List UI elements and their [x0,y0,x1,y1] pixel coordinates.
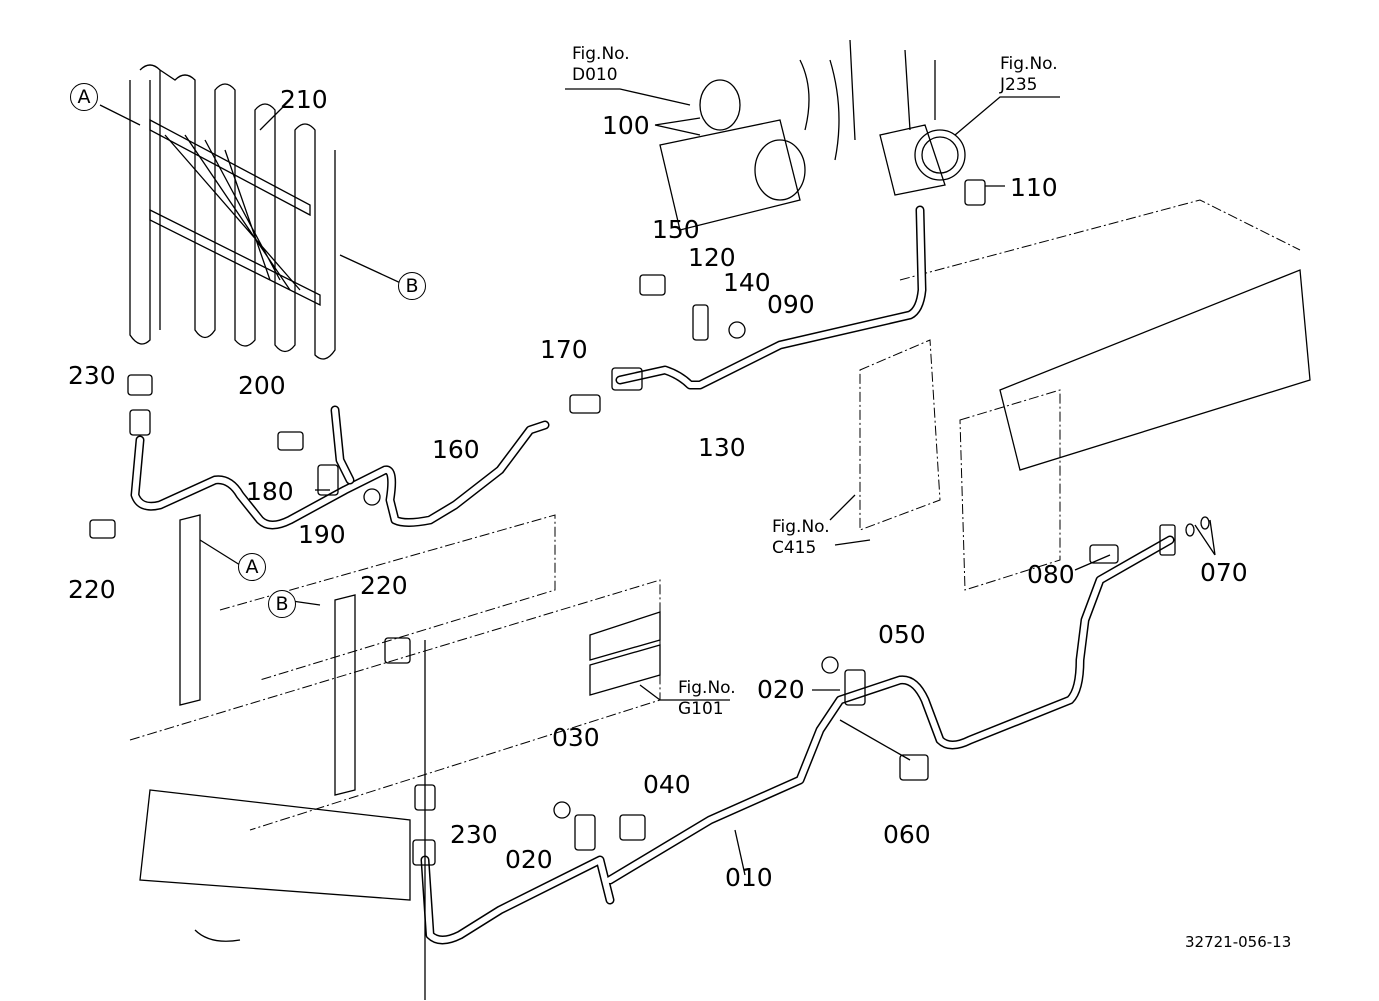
figure-ref-j235[interactable]: Fig.No.J235 [1000,54,1058,97]
part-label-230[interactable]: 230 [450,820,498,849]
part-label-140[interactable]: 140 [723,268,771,297]
figure-ref-title: Fig.No. [772,517,830,537]
view-marker-b: B [398,272,426,300]
figure-ref-code: C415 [772,538,817,559]
part-label-100[interactable]: 100 [602,111,650,140]
part-label-020[interactable]: 020 [757,675,805,704]
part-label-020[interactable]: 020 [505,845,553,874]
figure-ref-g101[interactable]: Fig.No.G101 [678,678,736,721]
part-label-070[interactable]: 070 [1200,558,1248,587]
part-label-180[interactable]: 180 [246,477,294,506]
figure-ref-code: G101 [678,699,724,720]
part-label-170[interactable]: 170 [540,335,588,364]
part-label-190[interactable]: 190 [298,520,346,549]
figure-ref-code: D010 [572,65,618,86]
part-label-160[interactable]: 160 [432,435,480,464]
part-label-010[interactable]: 010 [725,863,773,892]
figure-ref-code: J235 [1000,75,1038,96]
view-marker-a: A [238,553,266,581]
figure-ref-c415[interactable]: Fig.No.C415 [772,517,830,560]
figure-ref-title: Fig.No. [572,44,630,64]
oil-cooler-210 [129,64,336,360]
figure-ref-d010[interactable]: Fig.No.D010 [572,44,630,87]
frame-structure [129,199,1311,942]
part-label-060[interactable]: 060 [883,820,931,849]
part-label-220[interactable]: 220 [360,571,408,600]
figure-ref-title: Fig.No. [1000,54,1058,74]
hydraulic-pipes [130,205,1175,945]
view-marker-b: B [268,590,296,618]
drawing-code: 32721-056-13 [1185,933,1292,951]
part-label-130[interactable]: 130 [698,433,746,462]
leader-lines [99,88,1216,1000]
part-label-210[interactable]: 210 [280,85,328,114]
part-label-050[interactable]: 050 [878,620,926,649]
part-label-230[interactable]: 230 [68,361,116,390]
fittings [89,179,1210,866]
part-label-150[interactable]: 150 [652,215,700,244]
part-label-030[interactable]: 030 [552,723,600,752]
part-label-090[interactable]: 090 [767,290,815,319]
part-label-120[interactable]: 120 [688,243,736,272]
part-label-220[interactable]: 220 [68,575,116,604]
part-label-200[interactable]: 200 [238,371,286,400]
figure-ref-title: Fig.No. [678,678,736,698]
part-label-080[interactable]: 080 [1027,560,1075,589]
engine-assembly [659,39,966,231]
part-label-040[interactable]: 040 [643,770,691,799]
view-marker-a: A [70,83,98,111]
part-label-110[interactable]: 110 [1010,173,1058,202]
